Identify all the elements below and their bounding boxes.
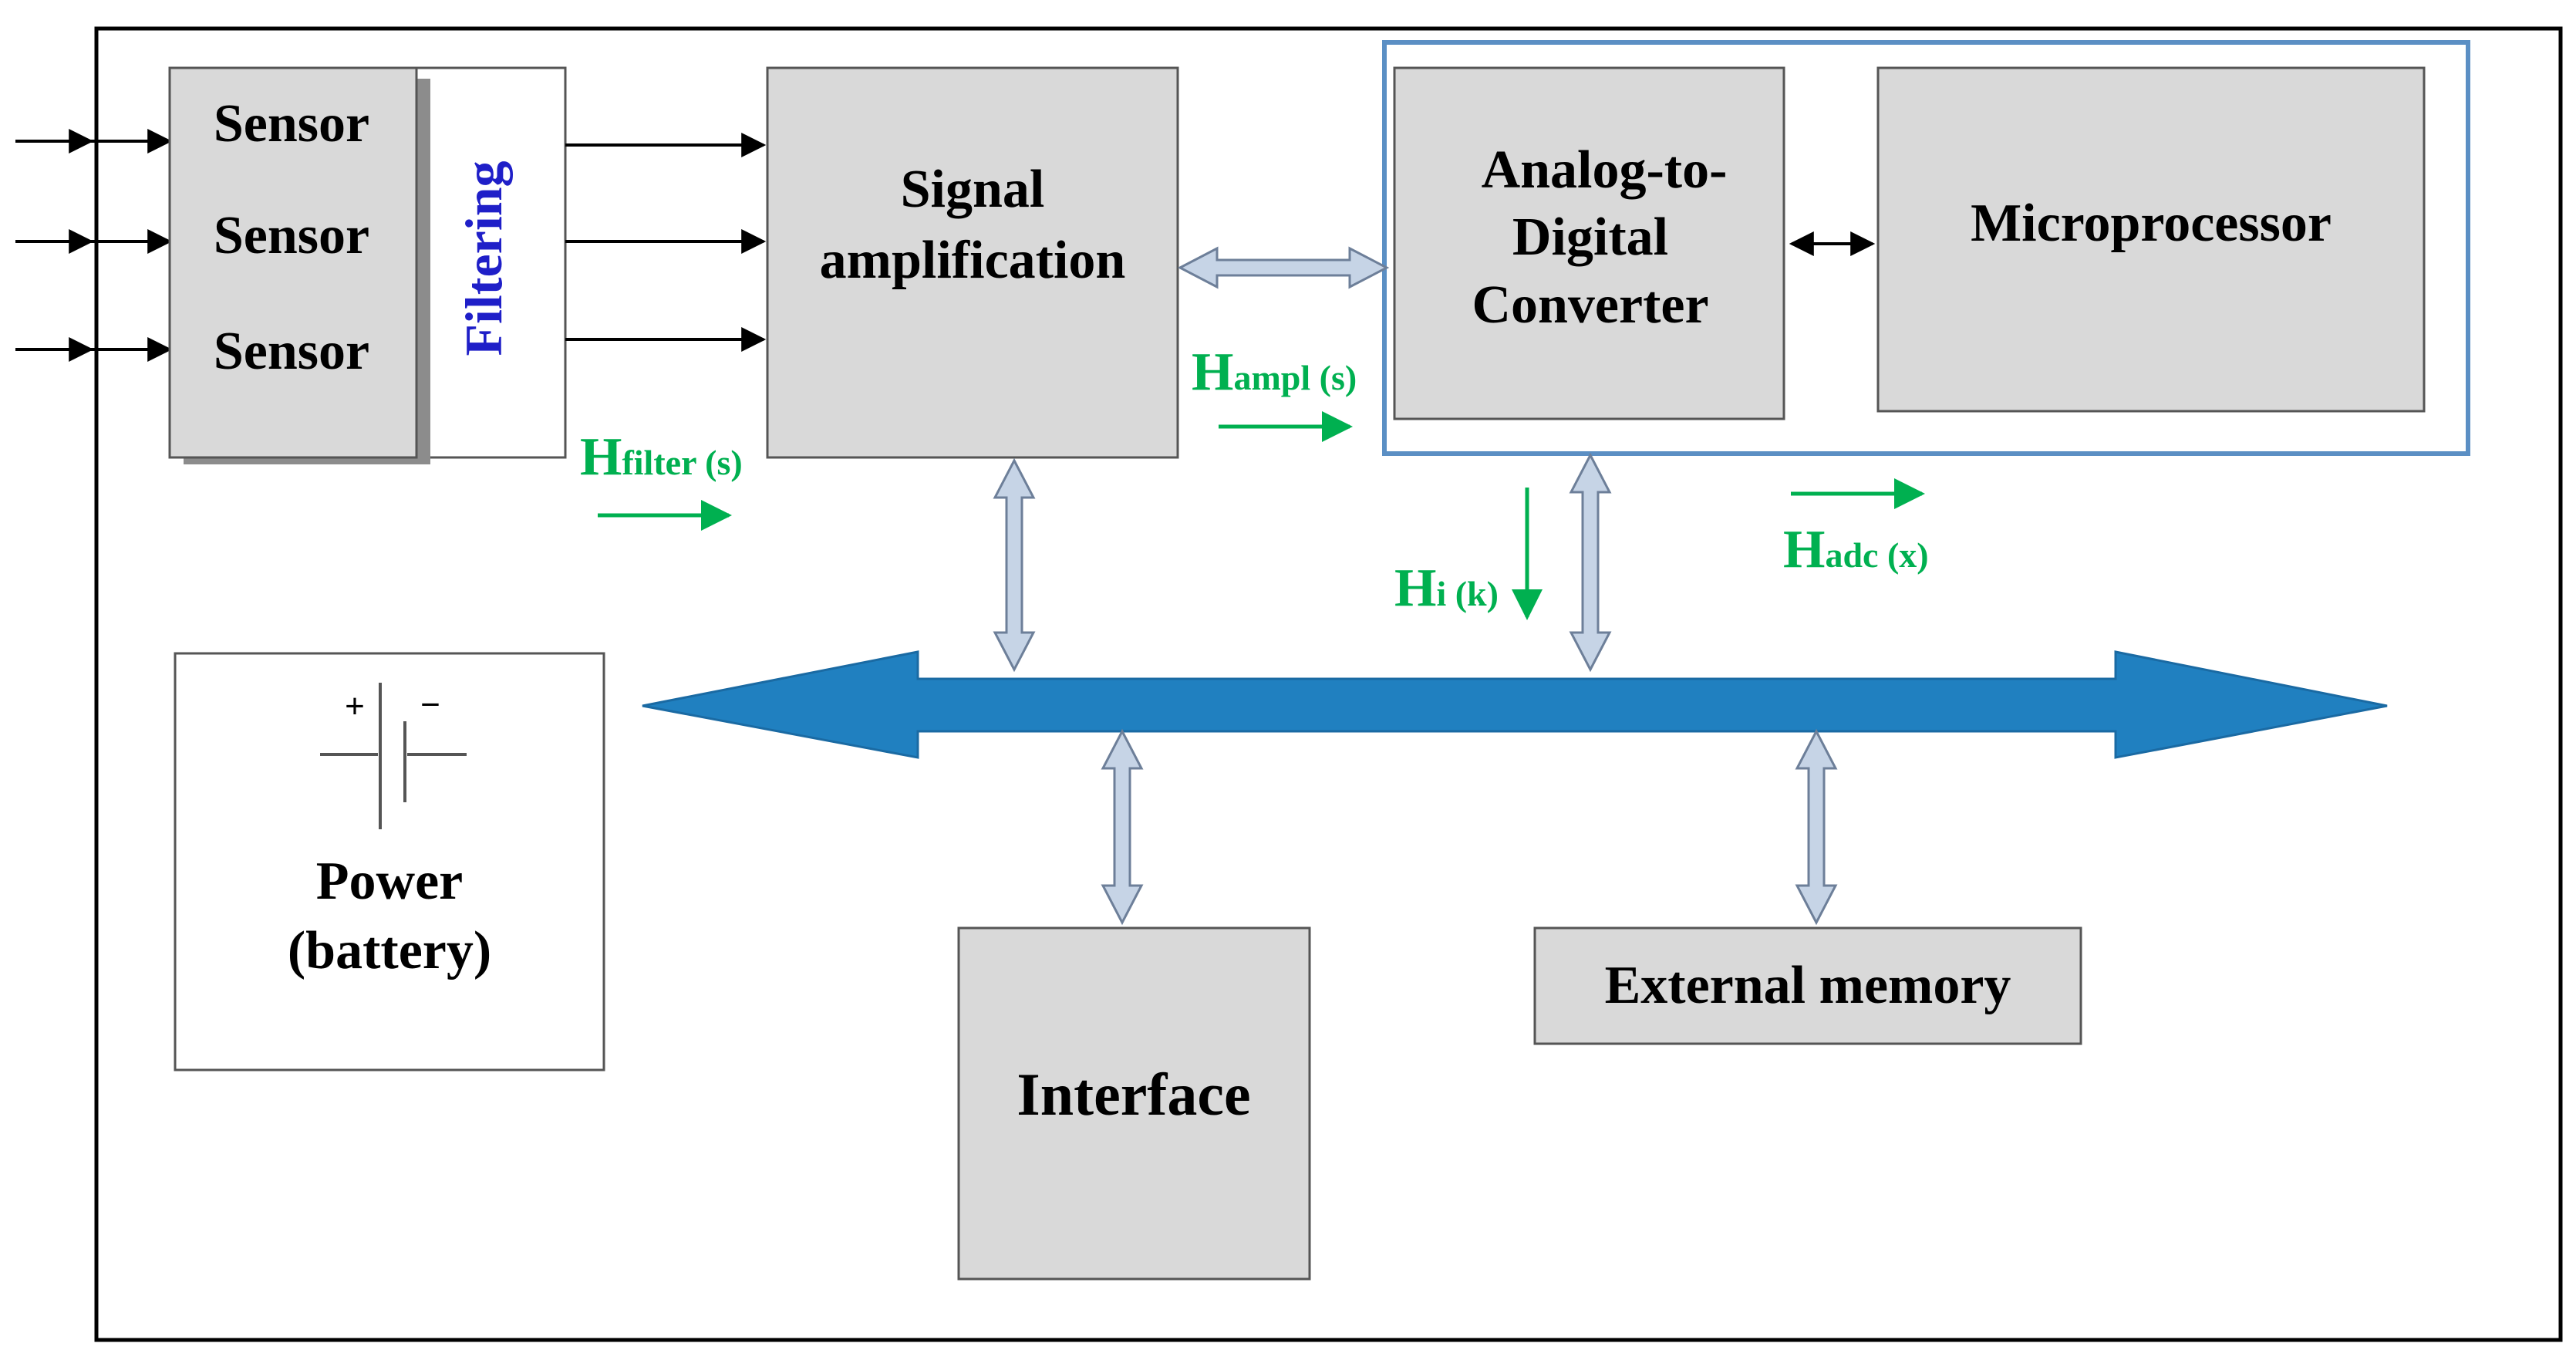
h-filter-label: Hfilter (s) (580, 427, 743, 487)
processing-group-border (1382, 40, 2470, 456)
microprocessor-label: Microprocessor (1971, 194, 2332, 253)
signal-amplification-label-1: Signal (901, 160, 1045, 219)
adc-box (1393, 66, 1785, 420)
signal-amplification-label-2: amplification (820, 231, 1126, 290)
interface-box (957, 926, 1311, 1281)
adc-label-2: Digital (1512, 208, 1668, 267)
sensor-block (168, 66, 418, 459)
sensor-label-3: Sensor (214, 322, 369, 381)
adc-bus-double-arrow (1569, 452, 1612, 673)
outer-frame (94, 26, 2563, 1342)
signal-amplification-box (766, 66, 1179, 459)
microprocessor-box (1876, 66, 2426, 413)
adc-label-3: Converter (1472, 275, 1708, 335)
interface-bus-double-arrow (1101, 728, 1144, 926)
power-label-1: Power (316, 852, 463, 911)
system-bus-arrow (642, 650, 2388, 759)
battery-plus-sign: + (345, 687, 365, 725)
external-memory-label: External memory (1605, 956, 2011, 1015)
filtering-label: Filtering (454, 160, 513, 356)
power-box (174, 652, 605, 1071)
h-ampl-label: Hampl (s) (1192, 343, 1357, 402)
amp-bus-double-arrow (993, 457, 1036, 673)
h-i-label: Hi (k) (1394, 559, 1499, 618)
adc-label-1: Analog-to- (1482, 140, 1728, 200)
sensor-label-1: Sensor (214, 94, 369, 154)
power-label-2: (battery) (288, 921, 491, 980)
memory-bus-double-arrow (1795, 728, 1838, 926)
battery-icon: + − (320, 683, 467, 829)
amp-adc-double-arrow (1177, 246, 1390, 289)
battery-minus-sign: − (420, 686, 440, 724)
sensor-label-2: Sensor (214, 206, 369, 265)
external-memory-box (1533, 926, 2082, 1045)
interface-label: Interface (1017, 1061, 1250, 1128)
h-adc-label: Hadc (x) (1783, 520, 1929, 579)
